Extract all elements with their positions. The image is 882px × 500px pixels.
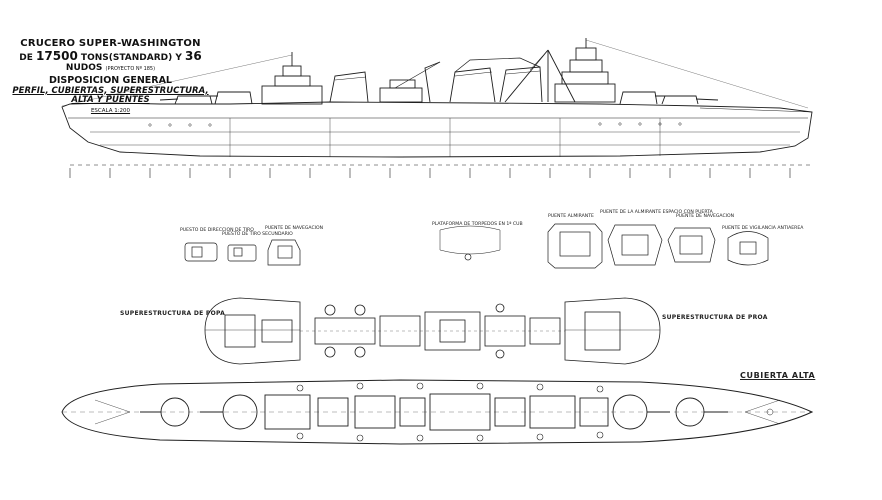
label-upper-deck: CUBIERTA ALTA [740, 371, 816, 380]
label-navigation-bridge-2: PUENTE DE NAVEGACION [676, 214, 735, 219]
drawing-title-block: CRUCERO SUPER-WASHINGTON DE 17500 TONS(S… [8, 38, 213, 114]
title-line-2-suffix: NUDOS [65, 63, 103, 74]
label-torpedo-platform: PLATAFORMA DE TORPEDOS EN 1ª CUB [432, 222, 523, 227]
label-director-secondary: PUESTO DE TIRO SECUNDARIO [222, 232, 293, 237]
label-flag-bridge: PUENTE ALMIRANTE [548, 214, 594, 219]
title-project-note: (PROYECTO Nº 185) [105, 66, 156, 73]
title-speed: 36 [185, 48, 202, 63]
title-line-2: DE 17500 TONS(STANDARD) Y 36 NUDOS (PROY… [8, 48, 213, 74]
label-director-fire: PUESTO DE DIRECCION DE TIRO [180, 228, 254, 233]
title-line-2-mid: TONS(STANDARD) Y [77, 52, 186, 63]
title-line-3: DISPOSICION GENERAL [49, 74, 172, 86]
title-line-2-prefix: DE [19, 52, 37, 63]
title-tons: 17500 [36, 48, 78, 63]
bridge-detail-plans [184, 223, 769, 269]
label-fore-superstructure: SUPERESTRUCTURA DE PROA [662, 314, 768, 321]
upper-deck-plan [61, 379, 814, 445]
label-admiral-bridge-note: PUENTE DE LA ALMIRANTE ESPACIO CON PUERT… [600, 210, 713, 215]
label-lookout-bridge: PUENTE DE VIGILANCIA ANTIAEREA [722, 226, 804, 231]
label-navigation-bridge: PUENTE DE NAVEGACION [265, 226, 324, 231]
title-scale: ESCALA 1:200 [90, 108, 131, 115]
superstructure-plan [204, 297, 661, 365]
title-line-1: CRUCERO SUPER-WASHINGTON [20, 38, 201, 49]
profile-view [61, 38, 813, 178]
title-line-4: PERFIL, CUBIERTAS, SUPERESTRUCTURA, ALTA… [12, 85, 209, 106]
label-aft-superstructure: SUPERESTRUCTURA DE POPA [120, 310, 226, 317]
